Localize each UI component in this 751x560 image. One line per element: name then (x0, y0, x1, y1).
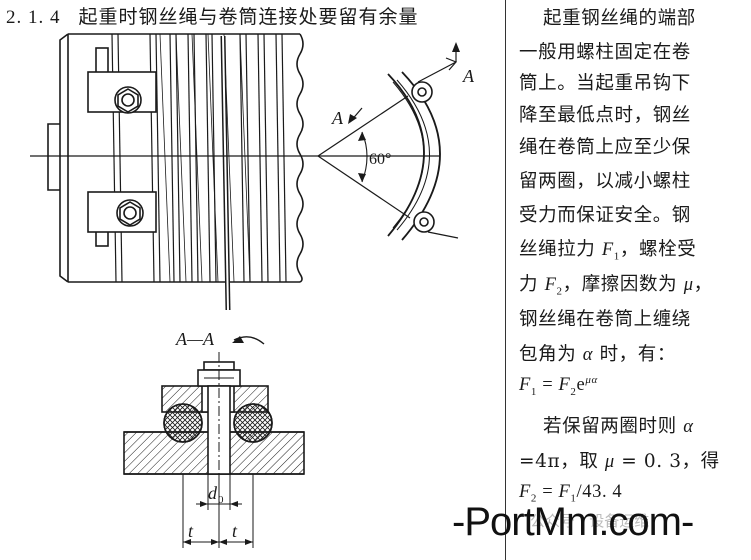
dim-d0: d (208, 483, 218, 503)
drum-groove-line (205, 33, 211, 283)
drum-groove-line (149, 33, 155, 283)
section-title: 起重时钢丝绳与卷筒连接处要留有余量 (78, 6, 419, 28)
section-label-aa: A—A (175, 329, 215, 349)
text-line-13: =4π，取 μ = 0. 3，得 (519, 451, 720, 472)
drum-groove-line (257, 33, 263, 283)
drum-groove-line (155, 33, 161, 283)
rope-wrap-line (175, 33, 187, 283)
arc-clamp-view (317, 42, 460, 241)
drum-groove-line (245, 33, 251, 283)
drum-groove-line (111, 33, 117, 283)
text-line-12: 若保留两圈时则 α (543, 416, 694, 437)
rope-wrap-line (191, 33, 203, 283)
arrow-label-a-top: A (462, 66, 475, 86)
text-line-3: 筒上。当起重吊钩下 (519, 73, 691, 94)
technical-drawing: A A A—A t t d 0 60° (30, 33, 475, 548)
drum-groove-line (239, 33, 245, 283)
rope-wrap-line (159, 33, 171, 283)
drum-groove-line (175, 33, 181, 283)
section-aa-view (123, 336, 305, 548)
column-divider (505, 0, 506, 560)
section-heading: 2. 1. 4 起重时钢丝绳与卷筒连接处要留有余量 (6, 2, 419, 29)
drum-groove-line (211, 33, 217, 283)
rope-wrap-line (207, 33, 219, 283)
section-number: 2. 1. 4 (6, 7, 61, 28)
rope-wrap-line (239, 33, 251, 283)
dim-t-right: t (232, 521, 238, 541)
watermark-faint: 公众号 · 设备运维 (530, 512, 650, 530)
drum-groove-line (193, 33, 199, 283)
dim-t-left: t (188, 521, 194, 541)
text-line-9: 力 F2，摩擦因数为 μ， (519, 274, 713, 298)
text-line-11: 包角为 α 时，有： (519, 344, 676, 365)
drum-groove-line (275, 33, 281, 283)
text-line-2: 一般用螺柱固定在卷 (519, 42, 691, 63)
angle-label: 60° (369, 151, 391, 168)
drum-groove-line (187, 33, 193, 283)
drum-groove-line (117, 33, 123, 283)
watermark-portmm: -PortMm.com- (452, 500, 694, 544)
formula-2: F2 = F1/43. 4 (519, 482, 623, 505)
drum-view (30, 33, 440, 311)
formula-1: F1 = F2eμα (519, 374, 598, 398)
text-line-5: 绳在卷筒上应至少保 (519, 137, 691, 158)
text-line-4: 降至最低点时，钢丝 (519, 105, 691, 126)
dim-d0-subscript: 0 (218, 494, 224, 506)
arrow-label-a-left: A (331, 108, 344, 128)
text-line-6: 留两圈，以减小螺柱 (519, 171, 691, 192)
text-line-8: 丝绳拉力 F1，螺栓受 (519, 239, 697, 263)
text-line-7: 受力而保证安全。钢 (519, 205, 691, 226)
text-line-1: 起重钢丝绳的端部 (543, 8, 696, 29)
drum-groove-line (169, 33, 175, 283)
drum-groove-line (263, 33, 269, 283)
drum-groove-line (281, 33, 287, 283)
text-line-10: 钢丝绳在卷筒上缠绕 (519, 309, 691, 330)
